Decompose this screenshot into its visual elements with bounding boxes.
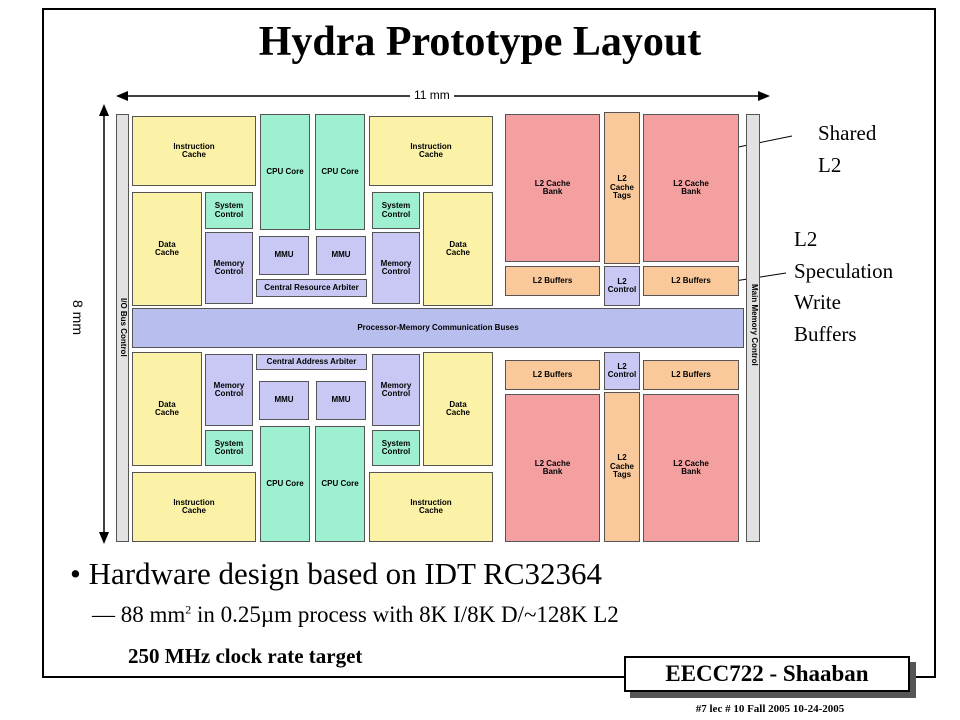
l2-cache-bank-top-left: L2 Cache Bank: [505, 114, 600, 262]
clock-rate-target: 250 MHz clock rate target: [128, 644, 363, 668]
data-cache-bottom-left: Data Cache: [132, 352, 202, 466]
l2-cache-tags-bottom: L2 Cache Tags: [604, 392, 640, 542]
system-control-bottom-right: System Control: [372, 430, 420, 466]
cpu-core-top-2: CPU Core: [315, 114, 365, 230]
io-bus-control-strip: [116, 114, 129, 542]
l2-buffers-bottom-left: L2 Buffers: [505, 360, 600, 390]
processor-memory-buses: Processor-Memory Communication Buses: [132, 308, 744, 348]
course-badge: EECC722 - Shaaban: [624, 656, 916, 698]
instruction-cache-bottom-left: Instruction Cache: [132, 472, 256, 542]
sub-bullet-area: 88 mm: [115, 602, 186, 627]
memory-control-bottom-left: Memory Control: [205, 354, 253, 426]
l2-control-bottom: L2 Control: [604, 352, 640, 390]
system-control-top-right: System Control: [372, 192, 420, 229]
cpu-core-bottom-2: CPU Core: [315, 426, 365, 542]
main-memory-control-label: Main Memory Control: [750, 284, 759, 366]
shared-l2-callout: Shared L2: [818, 121, 877, 177]
l2-control-top: L2 Control: [604, 266, 640, 306]
system-control-top-left: System Control: [205, 192, 253, 229]
instruction-cache-bottom-right: Instruction Cache: [369, 472, 493, 542]
l2-cache-bank-bottom-right: L2 Cache Bank: [643, 394, 739, 542]
memory-control-top-right: Memory Control: [372, 232, 420, 304]
mmu-top-2: MMU: [316, 236, 366, 275]
l2-cache-bank-top-right: L2 Cache Bank: [643, 114, 739, 262]
l2-cache-bank-bottom-left: L2 Cache Bank: [505, 394, 600, 542]
width-arrow-left: [116, 91, 128, 101]
cpu-core-top-1: CPU Core: [260, 114, 310, 230]
l2-cache-tags-top: L2 Cache Tags: [604, 112, 640, 264]
l2-buffers-top-left: L2 Buffers: [505, 266, 600, 296]
l2-buffers-bottom-right: L2 Buffers: [643, 360, 739, 390]
width-arrow-right: [758, 91, 770, 101]
sub-bullet-dash: —: [92, 602, 115, 627]
data-cache-top-left: Data Cache: [132, 192, 202, 306]
slide-title: Hydra Prototype Layout: [258, 19, 702, 65]
badge-text: EECC722 - Shaaban: [624, 656, 910, 692]
data-cache-bottom-right: Data Cache: [423, 352, 493, 466]
memory-control-bottom-right: Memory Control: [372, 354, 420, 426]
system-control-bottom-left: System Control: [205, 430, 253, 466]
mmu-bottom-2: MMU: [316, 381, 366, 420]
io-bus-control-label: I/O Bus Control: [119, 298, 128, 357]
bullet-hardware-design: • Hardware design based on IDT RC32364: [70, 556, 603, 591]
data-cache-top-right: Data Cache: [423, 192, 493, 306]
mmu-top-1: MMU: [259, 236, 309, 275]
sub-bullet-superscript: 2: [185, 602, 192, 617]
height-dimension-label: 8 mm: [68, 300, 88, 335]
instruction-cache-top-right: Instruction Cache: [369, 116, 493, 186]
slide-frame: [42, 8, 936, 678]
central-address-arbiter: Central Address Arbiter: [256, 354, 367, 370]
mmu-bottom-1: MMU: [259, 381, 309, 420]
sub-bullet-rest: in 0.25µm process with 8K I/8K D/~128K L…: [191, 602, 619, 627]
instruction-cache-top-left: Instruction Cache: [132, 116, 256, 186]
height-arrow-bottom: [99, 532, 109, 544]
width-dimension-label: 11 mm: [410, 88, 454, 102]
central-resource-arbiter: Central Resource Arbiter: [256, 279, 367, 297]
cpu-core-bottom-1: CPU Core: [260, 426, 310, 542]
memory-control-top-left: Memory Control: [205, 232, 253, 304]
height-arrow-top: [99, 104, 109, 116]
l2-buffers-top-right: L2 Buffers: [643, 266, 739, 296]
main-memory-control-strip: [746, 114, 760, 542]
sub-bullet-process: — 88 mm2 in 0.25µm process with 8K I/8K …: [92, 602, 619, 628]
speculation-buffers-callout: L2 Speculation Write Buffers: [794, 227, 894, 346]
slide-footer: #7 lec # 10 Fall 2005 10-24-2005: [695, 703, 845, 715]
